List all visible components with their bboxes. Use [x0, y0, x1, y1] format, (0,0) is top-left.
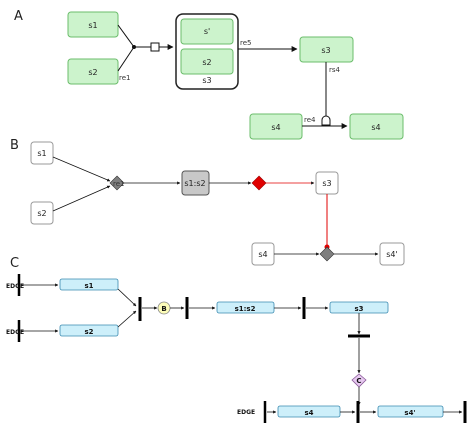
node-s2-label: s2 [37, 209, 46, 218]
node-s3[interactable]: s3 [315, 171, 339, 195]
reaction-re1-label: re1 [119, 74, 130, 82]
species-s4-product-label: s4 [371, 123, 380, 132]
place-s2[interactable]: s2 [59, 324, 119, 337]
node-s4[interactable]: s4 [251, 242, 275, 266]
reaction-rs4-label: rs4 [329, 66, 341, 74]
place-s2-label: s2 [84, 328, 93, 336]
edge-label-2: EDGE [6, 329, 24, 336]
complex-top-label: s' [204, 27, 210, 36]
transition-b-label: B [161, 305, 166, 313]
node-s1[interactable]: s1 [30, 141, 54, 165]
species-s4-label: s4 [271, 123, 280, 132]
reaction-node-re1-label: re1 [113, 180, 124, 188]
species-s3[interactable]: s3 [299, 36, 354, 63]
node-s4-prime[interactable]: s4' [379, 242, 405, 266]
transition-b[interactable]: B [157, 301, 171, 315]
place-complex-label: s1:s2 [235, 305, 256, 313]
association-re1[interactable] [117, 24, 174, 72]
place-s4-label: s4 [304, 409, 313, 417]
panel-c-label: C [10, 256, 19, 271]
edge-label-3: EDGE [237, 409, 255, 416]
panel-a-label: A [14, 9, 23, 24]
transition-c-label: C [356, 377, 361, 385]
species-s2[interactable]: s2 [67, 58, 119, 85]
panel-b-label: B [10, 138, 19, 153]
node-complex-s1s2[interactable]: s1:s2 [181, 170, 210, 196]
node-s1-label: s1 [37, 149, 46, 158]
modulation-symbol [321, 115, 331, 126]
complex-s3[interactable]: s' s2 s3 [175, 13, 239, 90]
place-s4-prime-label: s4' [404, 409, 415, 417]
species-s4-product[interactable]: s4 [349, 113, 404, 140]
arc-s1-t1[interactable] [117, 288, 137, 307]
species-s2-label: s2 [88, 68, 97, 77]
node-s4-prime-label: s4' [386, 250, 397, 259]
edge-label-1: EDGE [6, 283, 24, 290]
species-s1-label: s1 [88, 21, 97, 30]
place-s4-prime[interactable]: s4' [377, 405, 444, 418]
place-s1-label: s1 [84, 282, 93, 290]
place-s3[interactable]: s3 [329, 301, 389, 314]
reaction-re5-label: re5 [240, 39, 251, 47]
place-complex[interactable]: s1:s2 [216, 301, 275, 314]
complex-bottom-species[interactable] [180, 48, 234, 75]
edge-s2-re1[interactable] [52, 185, 111, 212]
node-s2[interactable]: s2 [30, 201, 54, 225]
species-s3-label: s3 [321, 46, 330, 55]
transition-c[interactable]: C [351, 373, 367, 388]
edge-s1-re1[interactable] [52, 156, 111, 182]
reaction-re4-label: re4 [304, 116, 316, 124]
species-s4[interactable]: s4 [249, 113, 303, 140]
species-s1[interactable]: s1 [67, 11, 119, 38]
node-complex-label: s1:s2 [184, 179, 205, 188]
panel-a: A s1 s2 re1 s' s2 s3 [14, 9, 404, 140]
complex-top-species[interactable] [180, 18, 234, 45]
node-s4-label: s4 [258, 250, 267, 259]
reaction-node-re1[interactable]: re1 [109, 175, 124, 191]
arc-s2-t1[interactable] [117, 310, 137, 328]
place-s3-label: s3 [354, 305, 363, 313]
place-s1[interactable]: s1 [59, 278, 119, 291]
reaction-node-red[interactable] [251, 175, 267, 191]
node-s3-label: s3 [322, 179, 331, 188]
complex-name-label: s3 [202, 76, 211, 85]
panel-c: C EDGE s1 EDGE s2 B s1:s2 [6, 256, 467, 423]
reaction-node-re4[interactable] [319, 246, 335, 262]
complex-bottom-label: s2 [202, 58, 211, 67]
panel-b: B s1 s2 re1 s1:s2 s3 [10, 138, 405, 266]
place-s4[interactable]: s4 [277, 405, 341, 418]
